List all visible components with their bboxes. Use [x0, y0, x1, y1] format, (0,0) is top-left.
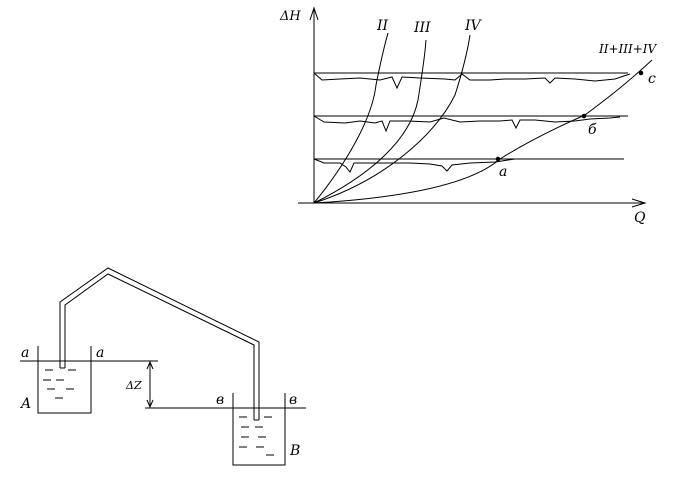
point-label-c: c: [648, 71, 656, 87]
point-a: [495, 156, 501, 162]
curve-label-II: II: [376, 18, 389, 34]
vessel-label-b: B: [289, 443, 300, 459]
vessel-b: [232, 393, 286, 466]
curve-II: [313, 32, 389, 204]
curve-label-III: III: [413, 20, 431, 36]
apparatus: a a A в в B: [19, 267, 306, 466]
point-b: [581, 113, 587, 119]
delta-z-arrow-top: [146, 360, 154, 370]
level-label-b-left: в: [216, 392, 224, 408]
level-label-b-right: в: [289, 392, 297, 408]
y-axis-arrow: [309, 6, 319, 21]
sum-curve: [313, 59, 653, 204]
point-c: [638, 70, 644, 76]
level-label-a-right: a: [96, 345, 104, 361]
wavy-line-top: [313, 72, 631, 90]
delta-z-arrow-bottom: [146, 399, 154, 409]
curve-IV: [313, 34, 471, 204]
y-axis-label: ΔH: [279, 9, 301, 24]
curve-label-IV: IV: [464, 18, 483, 34]
point-label-b: б: [588, 122, 597, 138]
x-axis-arrow: [631, 198, 647, 208]
point-label-a: a: [499, 164, 507, 180]
x-axis-label: Q: [634, 210, 646, 226]
sum-curve-label: II+III+IV: [598, 42, 658, 56]
level-label-a-left: a: [21, 345, 29, 361]
siphon-pipe-inner: [64, 273, 255, 420]
graph: ΔH Q II III IV II+III+IV a б c: [279, 6, 658, 226]
wavy-line-bottom: [313, 158, 516, 173]
liquid-marks-b: [239, 416, 274, 456]
wavy-line-middle: [313, 115, 621, 133]
delta-z-label: ΔZ: [125, 379, 142, 392]
vessel-a: [37, 346, 92, 414]
liquid-marks-a: [43, 369, 76, 399]
siphon-pipe-outer: [59, 267, 260, 420]
curve-III: [313, 39, 427, 204]
vessel-label-a: A: [19, 396, 31, 412]
